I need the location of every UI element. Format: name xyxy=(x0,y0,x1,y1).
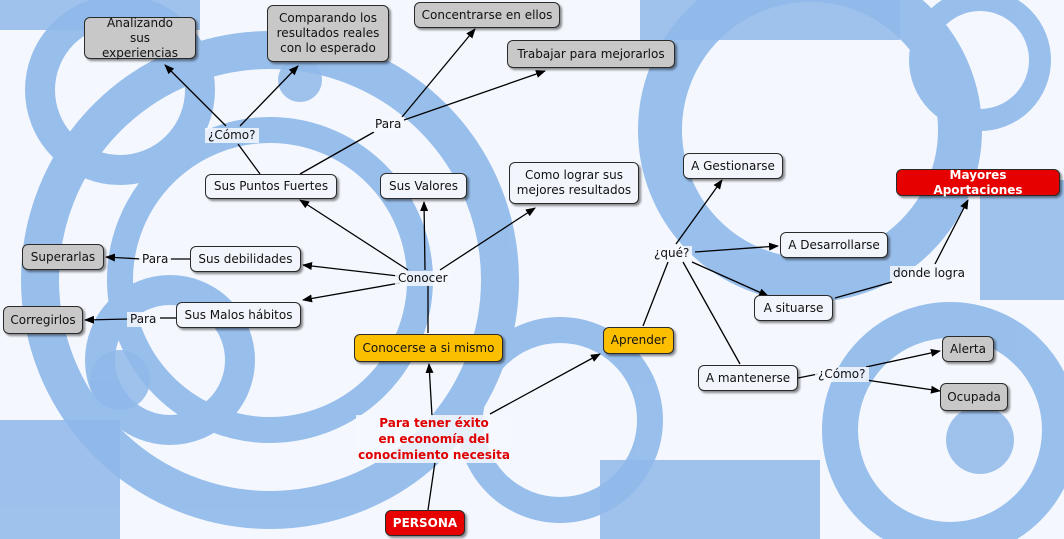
edge-puntos-como xyxy=(237,143,261,175)
edge-para-superarlas xyxy=(105,253,142,262)
edge-para-concentrarse xyxy=(401,28,476,118)
edge-persona-exito xyxy=(427,461,436,511)
edge-aprender-que xyxy=(642,261,669,327)
node-analizando[interactable]: Analizando sus experiencias xyxy=(84,16,196,60)
node-puntos-fuertes[interactable]: Sus Puntos Fuertes xyxy=(205,174,337,199)
node-gestionarse[interactable]: A Gestionarse xyxy=(683,153,783,179)
edge-donde-mayores xyxy=(934,199,969,265)
node-ocupada[interactable]: Ocupada xyxy=(940,383,1008,411)
link-que: ¿qué? xyxy=(651,246,693,261)
edge-que-situarse xyxy=(691,261,769,297)
edge-para-corregirlos xyxy=(84,315,130,324)
edge-conocer-valores xyxy=(420,201,429,271)
node-debilidades[interactable]: Sus debilidades xyxy=(190,246,301,272)
edge-conocer-como-lograr xyxy=(439,207,536,271)
edge-exito-conocerse xyxy=(425,363,434,417)
node-aprender[interactable]: Aprender xyxy=(603,327,674,354)
link-conocer: Conocer xyxy=(395,271,451,286)
node-trabajar[interactable]: Trabajar para mejorarlos xyxy=(507,40,675,68)
edge-puntos-para xyxy=(299,131,375,175)
node-corregirlos[interactable]: Corregirlos xyxy=(3,306,83,334)
node-situarse[interactable]: A situarse xyxy=(754,295,833,321)
node-valores[interactable]: Sus Valores xyxy=(380,173,467,199)
link-como-2: ¿Cómo? xyxy=(815,367,869,382)
node-superarlas[interactable]: Superarlas xyxy=(22,244,104,270)
node-conocerse[interactable]: Conocerse a si mismo xyxy=(354,334,503,362)
edge-conocer-malos xyxy=(302,282,401,303)
link-para-1: Para xyxy=(372,117,405,132)
edge-como-comparando xyxy=(239,65,299,127)
node-malos-habitos[interactable]: Sus Malos hábitos xyxy=(176,302,301,328)
edge-que-desarrollarse xyxy=(694,242,779,253)
node-persona[interactable]: PERSONA xyxy=(385,510,465,536)
edge-exito-aprender xyxy=(489,353,601,415)
node-desarrollarse[interactable]: A Desarrollarse xyxy=(780,232,888,258)
link-para-3: Para xyxy=(127,312,160,327)
edge-como-ocupada xyxy=(865,379,941,394)
link-donde-logra: donde logra xyxy=(890,266,968,281)
edge-conocer-puntos xyxy=(299,199,409,271)
node-como-lograr[interactable]: Como lograr sus mejores resultados xyxy=(509,162,639,204)
edge-mantenerse-como xyxy=(797,373,819,379)
edge-situarse-donde xyxy=(834,281,893,299)
link-para-2: Para xyxy=(139,252,172,267)
edge-que-gestionarse xyxy=(675,179,723,245)
node-comparando[interactable]: Comparando los resultados reales con lo … xyxy=(267,5,389,62)
node-mayores-aportaciones[interactable]: Mayores Aportaciones xyxy=(896,168,1060,197)
node-concentrarse[interactable]: Concentrarse en ellos xyxy=(414,2,560,28)
edge-que-mantenerse xyxy=(682,261,741,365)
link-como-1: ¿Cómo? xyxy=(205,128,259,143)
edge-como-analizando xyxy=(164,64,227,127)
edge-como-alerta xyxy=(865,348,941,368)
edge-conocer-debilidades xyxy=(302,262,399,277)
link-exito: Para tener éxito en economía del conocim… xyxy=(356,415,512,463)
node-mantenerse[interactable]: A mantenerse xyxy=(698,365,798,391)
edge-para-trabajar xyxy=(403,70,546,121)
node-alerta[interactable]: Alerta xyxy=(942,336,994,362)
